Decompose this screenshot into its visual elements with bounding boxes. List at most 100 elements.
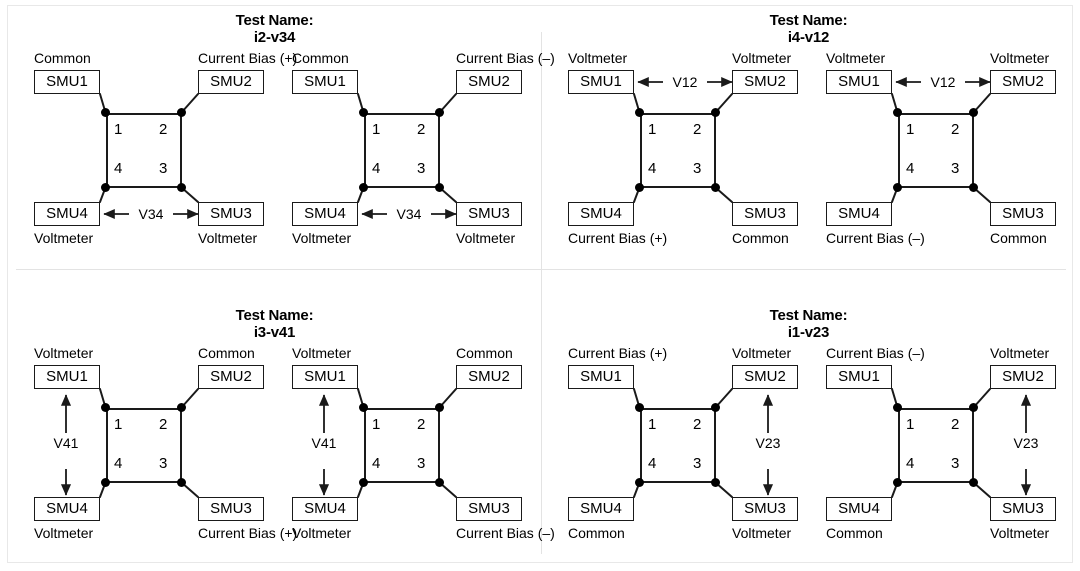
contact-number-1: 1 — [372, 416, 381, 433]
contact-dot-1 — [893, 403, 902, 412]
test-name-prefix: Test Name: — [769, 12, 848, 29]
role-label-smu2: Voltmeter — [732, 50, 792, 66]
contact-dot-4 — [635, 478, 644, 487]
smu-box-smu4[interactable]: SMU4 — [826, 202, 892, 226]
smu-box-smu3[interactable]: SMU3 — [990, 202, 1056, 226]
smu-box-smu2[interactable]: SMU2 — [198, 365, 264, 389]
contact-dot-1 — [101, 108, 110, 117]
smu-box-smu3[interactable]: SMU3 — [732, 497, 798, 521]
role-label-smu1: Current Bias (–) — [826, 345, 925, 361]
smu-box-smu1[interactable]: SMU1 — [34, 70, 100, 94]
panel-divider-vertical — [541, 32, 542, 554]
voltage-label: V23 — [1013, 435, 1039, 451]
contact-dot-4 — [101, 183, 110, 192]
smu-box-smu2[interactable]: SMU2 — [990, 70, 1056, 94]
contact-dot-2 — [969, 108, 978, 117]
smu-box-smu4[interactable]: SMU4 — [34, 497, 100, 521]
smu-box-smu3[interactable]: SMU3 — [456, 202, 522, 226]
voltage-arrow-icon — [1020, 394, 1032, 496]
contact-number-1: 1 — [372, 121, 381, 138]
contact-dot-4 — [101, 478, 110, 487]
smu-box-smu4[interactable]: SMU4 — [292, 497, 358, 521]
smu-box-smu2[interactable]: SMU2 — [732, 365, 798, 389]
role-label-smu2: Current Bias (–) — [456, 50, 555, 66]
contact-number-2: 2 — [951, 416, 960, 433]
contact-number-2: 2 — [159, 416, 168, 433]
smu-box-smu3[interactable]: SMU3 — [732, 202, 798, 226]
panel-title: Test Name:i1-v23 — [542, 307, 1075, 341]
role-label-smu4: Voltmeter — [34, 230, 94, 246]
contact-number-3: 3 — [693, 160, 702, 177]
contact-dot-3 — [435, 183, 444, 192]
contact-number-2: 2 — [951, 121, 960, 138]
contact-number-4: 4 — [114, 455, 123, 472]
role-label-smu4: Common — [568, 525, 625, 541]
smu-box-smu4[interactable]: SMU4 — [568, 497, 634, 521]
contact-number-1: 1 — [906, 121, 915, 138]
contact-number-4: 4 — [114, 160, 123, 177]
smu-box-smu1[interactable]: SMU1 — [292, 365, 358, 389]
smu-box-smu3[interactable]: SMU3 — [456, 497, 522, 521]
role-label-smu3: Voltmeter — [456, 230, 516, 246]
role-label-smu1: Common — [34, 50, 91, 66]
voltage-label: V12 — [672, 74, 698, 90]
contact-number-4: 4 — [906, 160, 915, 177]
smu-box-smu2[interactable]: SMU2 — [198, 70, 264, 94]
smu-box-smu4[interactable]: SMU4 — [34, 202, 100, 226]
contact-dot-3 — [177, 478, 186, 487]
smu-box-smu1[interactable]: SMU1 — [568, 365, 634, 389]
contact-number-2: 2 — [159, 121, 168, 138]
contact-number-1: 1 — [114, 121, 123, 138]
smu-box-smu2[interactable]: SMU2 — [732, 70, 798, 94]
vdp-sample-square — [640, 408, 716, 483]
smu-box-smu3[interactable]: SMU3 — [198, 497, 264, 521]
role-label-smu4: Current Bias (+) — [568, 230, 668, 246]
smu-box-smu4[interactable]: SMU4 — [292, 202, 358, 226]
contact-dot-3 — [435, 478, 444, 487]
smu-box-smu1[interactable]: SMU1 — [826, 70, 892, 94]
role-label-smu1: Voltmeter — [292, 345, 352, 361]
role-label-smu3: Common — [990, 230, 1047, 246]
smu-box-smu1[interactable]: SMU1 — [826, 365, 892, 389]
smu-box-smu3[interactable]: SMU3 — [990, 497, 1056, 521]
smu-box-smu4[interactable]: SMU4 — [826, 497, 892, 521]
contact-dot-2 — [969, 403, 978, 412]
contact-number-2: 2 — [417, 416, 426, 433]
contact-number-3: 3 — [951, 455, 960, 472]
panel-title: Test Name:i2-v34 — [8, 12, 541, 46]
contact-number-4: 4 — [648, 160, 657, 177]
smu-box-smu2[interactable]: SMU2 — [456, 365, 522, 389]
smu-box-smu2[interactable]: SMU2 — [456, 70, 522, 94]
contact-dot-1 — [635, 403, 644, 412]
role-label-smu4: Voltmeter — [292, 525, 352, 541]
vdp-sample-square — [106, 113, 182, 188]
role-label-smu1: Current Bias (+) — [568, 345, 668, 361]
smu-box-smu1[interactable]: SMU1 — [292, 70, 358, 94]
contact-dot-2 — [177, 108, 186, 117]
voltage-arrow-icon — [361, 208, 457, 220]
smu-box-smu3[interactable]: SMU3 — [198, 202, 264, 226]
voltage-arrow-icon — [637, 76, 733, 88]
voltage-label: V23 — [755, 435, 781, 451]
contact-number-4: 4 — [372, 160, 381, 177]
voltage-arrow-icon — [318, 394, 330, 496]
smu-box-smu1[interactable]: SMU1 — [568, 70, 634, 94]
contact-dot-4 — [635, 183, 644, 192]
smu-box-smu1[interactable]: SMU1 — [34, 365, 100, 389]
role-label-smu3: Common — [732, 230, 789, 246]
smu-box-smu2[interactable]: SMU2 — [990, 365, 1056, 389]
contact-number-4: 4 — [906, 455, 915, 472]
contact-number-1: 1 — [114, 416, 123, 433]
contact-number-4: 4 — [372, 455, 381, 472]
test-name-prefix: Test Name: — [769, 307, 848, 324]
role-label-smu2: Voltmeter — [990, 50, 1050, 66]
contact-dot-2 — [435, 403, 444, 412]
contact-dot-1 — [101, 403, 110, 412]
role-label-smu2: Current Bias (+) — [198, 50, 298, 66]
smu-box-smu4[interactable]: SMU4 — [568, 202, 634, 226]
